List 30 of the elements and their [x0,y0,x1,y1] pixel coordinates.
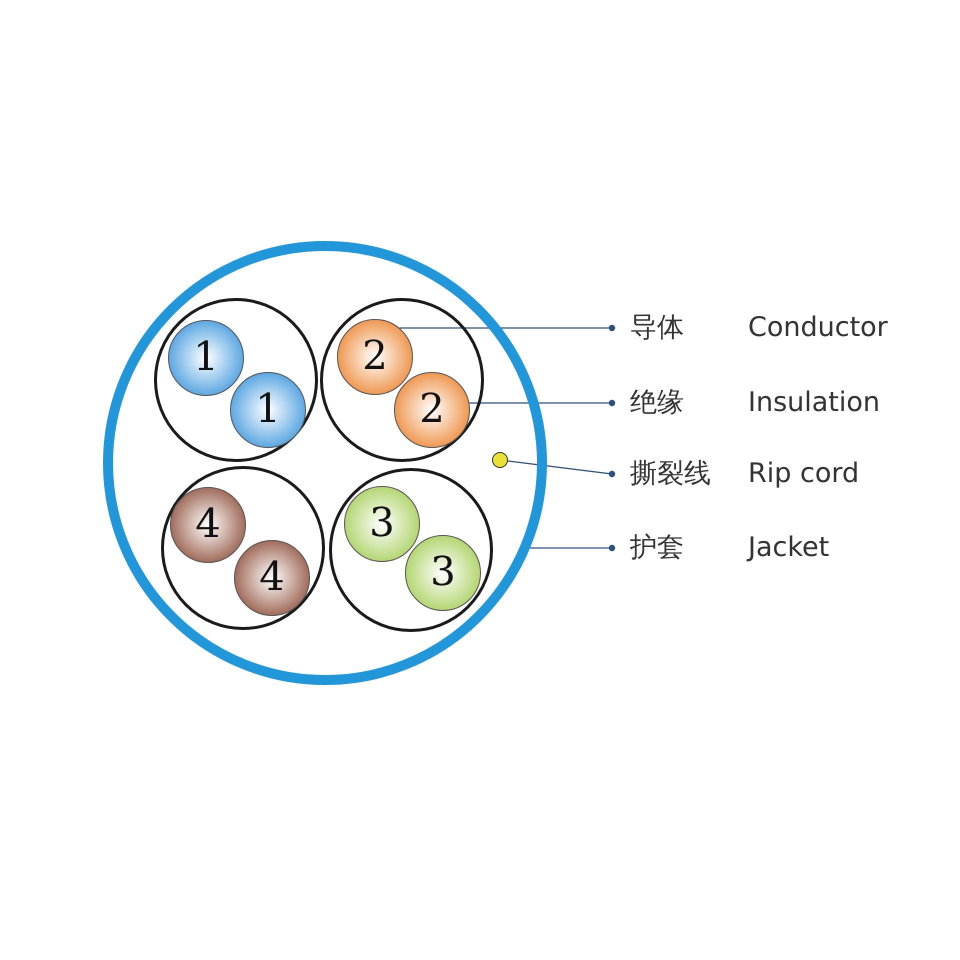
part-label: Jacket [748,532,830,564]
rip-cord-circle [492,452,508,468]
pair-circle [329,468,493,632]
wire-number: 3 [369,503,395,544]
wire-number: 1 [255,389,281,430]
leader-line [469,400,616,406]
part-label: 导体 [630,312,685,344]
wire-number: 4 [195,504,221,544]
wire-number: 2 [419,389,445,430]
part-label: 绝缘 [630,386,685,420]
leader-line [530,544,616,552]
wire-circle [344,486,420,562]
leader-line [400,324,616,332]
jacket-ring [103,241,547,685]
wire-number: 4 [259,557,285,598]
pair-circle [161,466,325,630]
wire-number: 1 [193,337,219,378]
pair-circle [154,298,318,462]
wire-number: 3 [430,552,456,592]
part-label: Insulation [748,386,880,420]
wire-circle [168,320,244,396]
part-label: Conductor [748,312,888,344]
wire-number: 2 [362,336,388,376]
leader-line [508,460,616,478]
part-label: 护套 [630,532,685,564]
pair-circle [320,298,484,462]
wire-circle [405,535,481,611]
part-label: 撕裂线 [630,458,712,490]
part-label: Rip cord [748,458,860,490]
wire-circle [337,319,413,395]
